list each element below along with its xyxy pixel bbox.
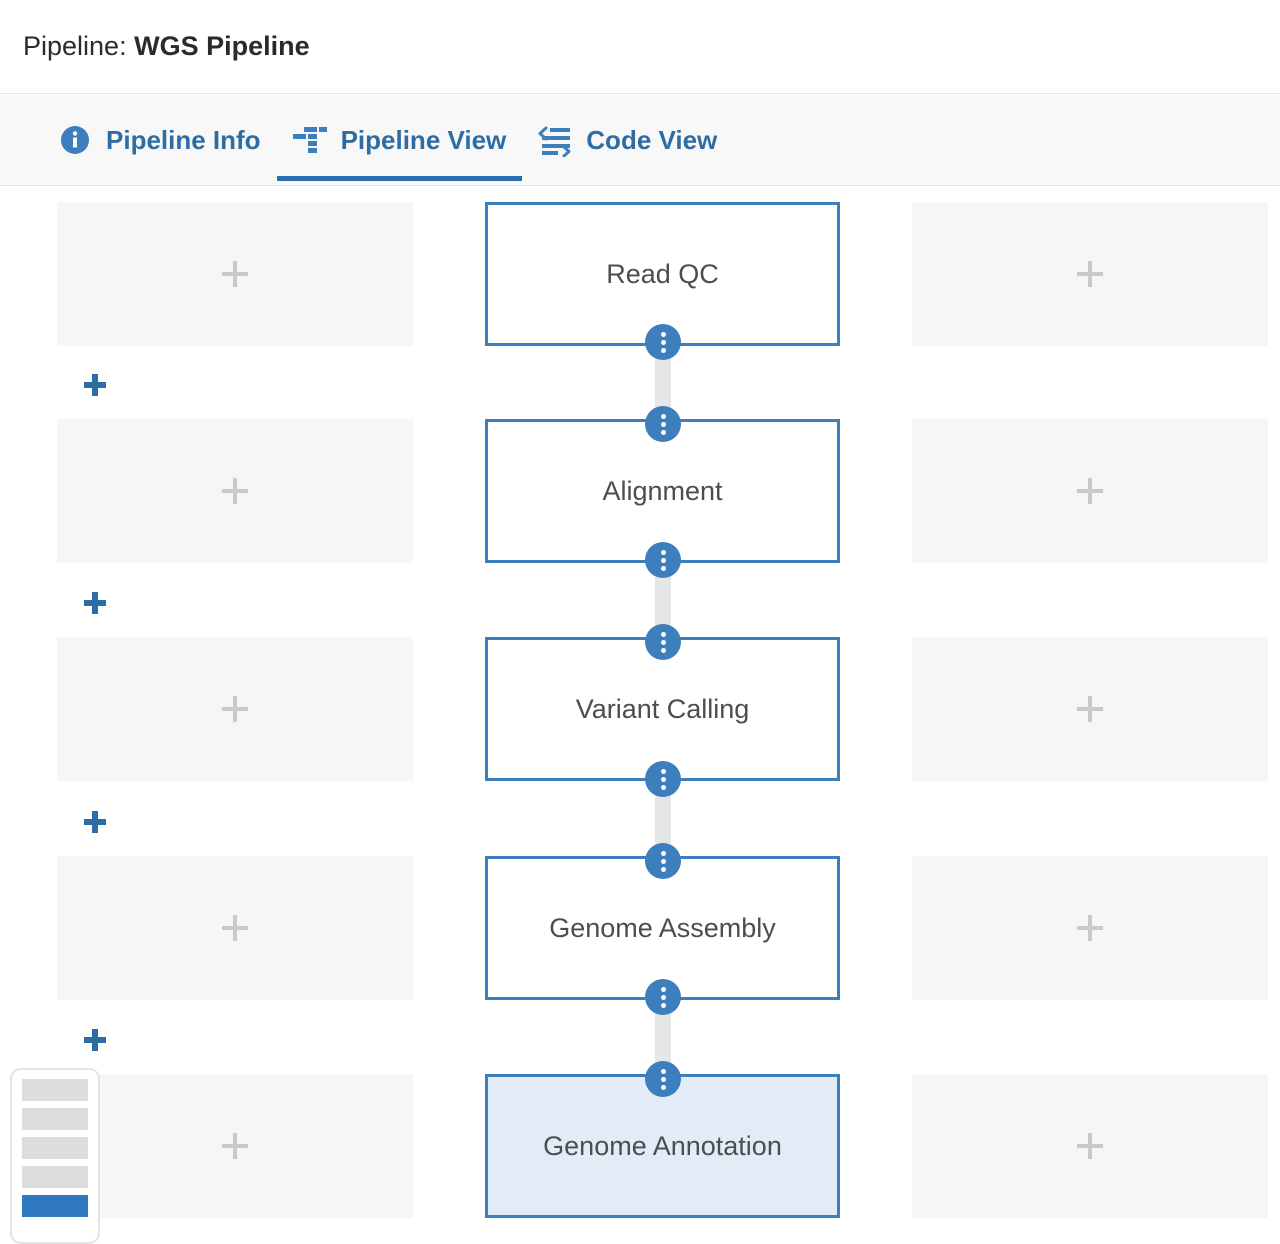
plus-icon [222,478,248,504]
pipeline-node-read-qc[interactable]: Read QC [485,202,840,346]
pipeline-node-genome-annotation[interactable]: Genome Annotation [485,1074,840,1218]
pipeline-node-variant-calling[interactable]: Variant Calling [485,637,840,781]
add-step-button[interactable] [84,1029,106,1051]
three-dots-vertical-icon [660,631,666,637]
node-connector-handle[interactable] [645,843,681,879]
pipeline-node-label: Alignment [602,475,723,506]
plus-icon [222,915,248,941]
code-lines-icon [538,123,572,157]
minimap-bar[interactable] [22,1166,88,1188]
add-parallel-step-right-slot[interactable] [912,1074,1268,1218]
plus-icon [1077,1133,1103,1159]
node-connector-handle[interactable] [645,979,681,1015]
three-dots-vertical-icon [660,850,666,856]
page-title-value: WGS Pipeline [134,31,310,61]
tab-bar: Pipeline Info Pipeline View [0,95,1280,186]
tab-code-view-label: Code View [586,124,718,155]
plus-icon [1077,915,1103,941]
pipeline-canvas[interactable]: Read QC Alignment Variant Calling [0,186,1280,1232]
info-circle-icon [58,123,92,157]
plus-icon [1077,696,1103,722]
add-parallel-step-left-slot[interactable] [57,637,413,781]
minimap-bar[interactable] [22,1108,88,1130]
page-title-prefix: Pipeline: [23,31,127,61]
pipeline-node-label: Genome Assembly [549,912,776,943]
node-connector-handle[interactable] [645,406,681,442]
three-dots-vertical-icon [660,549,666,555]
plus-icon [222,261,248,287]
pipeline-row: Read QC [0,202,1280,346]
pipeline-node-label: Variant Calling [575,693,750,724]
plus-icon [222,1133,248,1159]
pipeline-row: Alignment [0,419,1280,563]
hierarchy-tree-icon [292,123,327,157]
add-parallel-step-left-slot[interactable] [57,1074,413,1218]
minimap-bar[interactable] [22,1079,88,1101]
minimap-bar-active[interactable] [22,1195,88,1217]
pipeline-node-label: Genome Annotation [543,1130,782,1161]
three-dots-vertical-icon [660,768,666,774]
tab-pipeline-view[interactable]: Pipeline View [276,95,523,185]
node-connector-handle[interactable] [645,1061,681,1097]
page-title: Pipeline: WGS Pipeline [23,31,310,62]
pipeline-row: Genome Assembly [0,856,1280,1000]
pipeline-row: Variant Calling [0,637,1280,781]
add-parallel-step-left-slot[interactable] [57,856,413,1000]
add-step-button[interactable] [84,374,106,396]
tab-pipeline-info[interactable]: Pipeline Info [42,95,277,185]
tab-pipeline-info-label: Pipeline Info [106,124,261,155]
add-parallel-step-left-slot[interactable] [57,202,413,346]
pipeline-node-genome-assembly[interactable]: Genome Assembly [485,856,840,1000]
node-connector-handle[interactable] [645,761,681,797]
node-connector-handle[interactable] [645,542,681,578]
minimap-bar[interactable] [22,1137,88,1159]
minimap-panel[interactable] [10,1068,100,1244]
pipeline-row: Genome Annotation [0,1074,1280,1218]
page-header: Pipeline: WGS Pipeline [0,0,1280,94]
three-dots-vertical-icon [660,331,666,337]
add-step-button[interactable] [84,592,106,614]
three-dots-vertical-icon [660,413,666,419]
three-dots-vertical-icon [660,1068,666,1074]
add-parallel-step-left-slot[interactable] [57,419,413,563]
add-parallel-step-right-slot[interactable] [912,637,1268,781]
tab-pipeline-view-label: Pipeline View [340,124,507,155]
pipeline-node-label: Read QC [606,258,719,289]
add-parallel-step-right-slot[interactable] [912,419,1268,563]
plus-icon [222,696,248,722]
add-parallel-step-right-slot[interactable] [912,202,1268,346]
node-connector-handle[interactable] [645,324,681,360]
three-dots-vertical-icon [660,986,666,992]
add-parallel-step-right-slot[interactable] [912,856,1268,1000]
tab-code-view[interactable]: Code View [522,95,733,185]
add-step-button[interactable] [84,811,106,833]
node-connector-handle[interactable] [645,624,681,660]
plus-icon [1077,261,1103,287]
plus-icon [1077,478,1103,504]
